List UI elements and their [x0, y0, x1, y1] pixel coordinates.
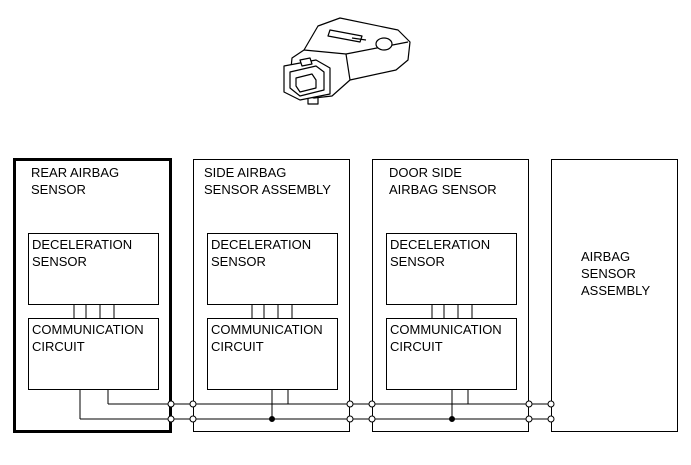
side-sensor-title-line2: SENSOR ASSEMBLY [204, 182, 331, 197]
side-comm-label-line1: COMMUNICATION [211, 322, 323, 337]
communication-bus [79, 390, 555, 423]
airbag-sensor-assembly-block: AIRBAG SENSOR ASSEMBLY [551, 159, 678, 432]
rear-decel-label-line1: DECELERATION [32, 237, 132, 252]
rear-deceleration-sensor-box [28, 233, 159, 305]
door-deceleration-sensor-box [386, 233, 517, 305]
rear-sensor-title-line1: REAR AIRBAG [31, 165, 119, 180]
sensor-illustration [283, 17, 411, 105]
assembly-label-line2: SENSOR [581, 266, 636, 281]
side-decel-label-line2: SENSOR [211, 254, 266, 269]
door-sensor-title-line2: AIRBAG SENSOR [389, 182, 497, 197]
door-decel-label-line2: SENSOR [390, 254, 445, 269]
side-communication-circuit-box [207, 318, 338, 390]
rear-comm-label-line2: CIRCUIT [32, 339, 85, 354]
rear-comm-label-line1: COMMUNICATION [32, 322, 144, 337]
door-communication-circuit-box [386, 318, 517, 390]
assembly-label-line1: AIRBAG [581, 249, 630, 264]
side-internal-bus [251, 305, 293, 318]
assembly-label-line3: ASSEMBLY [581, 283, 650, 298]
rear-decel-label-line2: SENSOR [32, 254, 87, 269]
side-comm-label-line2: CIRCUIT [211, 339, 264, 354]
door-side-airbag-sensor-block: DOOR SIDE AIRBAG SENSOR DECELERATION SEN… [372, 159, 529, 432]
door-comm-label-line1: COMMUNICATION [390, 322, 502, 337]
door-decel-label-line1: DECELERATION [390, 237, 490, 252]
side-decel-label-line1: DECELERATION [211, 237, 311, 252]
door-comm-label-line2: CIRCUIT [390, 339, 443, 354]
rear-internal-bus [73, 305, 115, 318]
side-deceleration-sensor-box [207, 233, 338, 305]
door-sensor-title-line1: DOOR SIDE [389, 165, 462, 180]
rear-airbag-sensor-block: REAR AIRBAG SENSOR DECELERATION SENSOR C… [13, 158, 172, 433]
door-internal-bus [431, 305, 473, 318]
side-sensor-title-line1: SIDE AIRBAG [204, 165, 286, 180]
rear-communication-circuit-box [28, 318, 159, 390]
side-airbag-sensor-block: SIDE AIRBAG SENSOR ASSEMBLY DECELERATION… [193, 159, 350, 432]
rear-sensor-title-line2: SENSOR [31, 182, 86, 197]
